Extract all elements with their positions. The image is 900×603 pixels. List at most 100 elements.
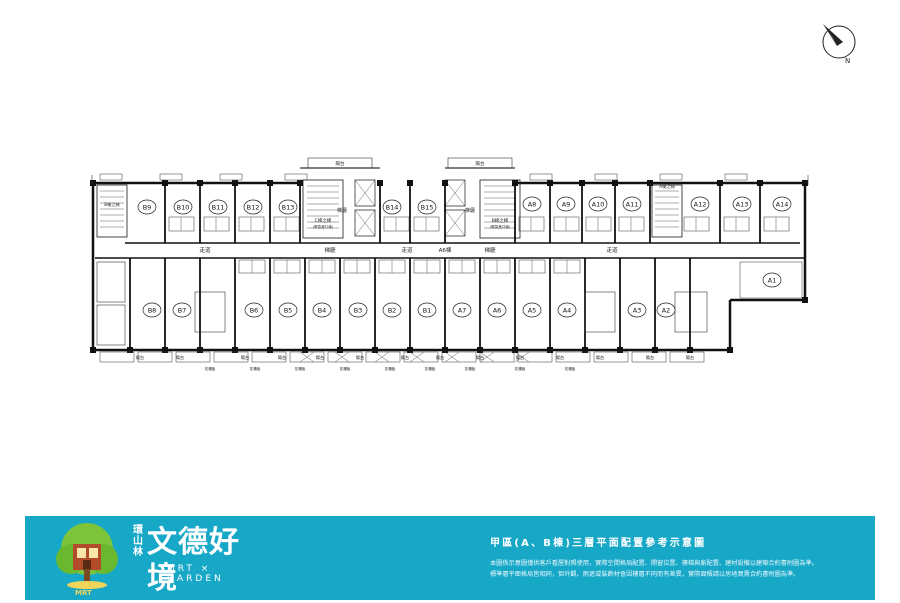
balcony-label: 陽台 [316,354,324,361]
column [372,347,378,353]
bath-fixture [383,216,410,232]
balcony-label: 陽台 [136,354,144,361]
column [337,347,343,353]
balcony-label: 陽台 [596,354,604,361]
window-swing [299,351,315,363]
top-planter [529,173,553,181]
column [162,347,168,353]
bottom-balcony [251,351,287,363]
unit-tag-circle [522,302,542,318]
unit-label-b4: B4 [318,307,327,315]
bottom-balcony [555,351,591,363]
column [582,347,588,353]
bath-fixture [413,216,440,232]
column [232,347,238,353]
unit-label-b1: B1 [423,307,432,315]
elevator-shaft [354,209,376,237]
column [302,347,308,353]
bottom-balcony [479,351,515,363]
kitchen-fixture [584,291,616,333]
stair-label: A梯之梯 [659,183,674,190]
elevator-shaft [354,179,376,207]
balcony-right [447,157,513,169]
stair-sublabel: (緊急進口道) [313,224,334,229]
brand-logo: MRT 環山林 文德好境 MRT × GARDEN [43,519,253,599]
unit-label-a1: A1 [768,277,777,285]
bath-fixture [763,216,790,232]
lobby-label: 梯廳 [324,246,336,254]
svg-text:MRT: MRT [75,589,92,597]
unit-tag-circle [487,302,507,318]
unit-tag-circle [208,199,228,215]
balcony-label: 陽台 [436,354,444,361]
unit-label-b10: B10 [177,204,190,212]
column [442,347,448,353]
unit-label-b9: B9 [143,204,152,212]
column [757,180,763,186]
window-swing [334,351,350,363]
column [477,347,483,353]
unit-tag-circle [382,302,402,318]
side-stair [96,184,128,238]
column [267,347,273,353]
unit-label-a9: A9 [562,201,571,209]
brand-name: 文德好境 [147,525,240,596]
column [512,347,518,353]
bath-fixture [683,216,710,232]
balcony-label: 陽台 [646,354,654,361]
unit-label-b6: B6 [250,307,259,315]
unit-tag-circle [172,302,192,318]
tree-house-logo-icon: MRT [56,523,118,597]
unit-tag-circle [243,199,263,215]
balcony-left [307,157,373,169]
unit-tag-circle [312,302,332,318]
bath-fixture [553,216,580,232]
window-swing [409,351,425,363]
corridor-label: 走道 [401,246,413,254]
column [127,347,133,353]
balcony-label: 陽台 [336,160,345,167]
column [612,180,618,186]
bottom-balcony [403,351,439,363]
unit-tag-circle [556,196,576,212]
unit-label-a12: A12 [694,201,707,209]
column [90,180,96,186]
balcony-label: 陽台 [476,160,485,167]
elevator-x [444,179,466,207]
bottom-balcony [327,351,363,363]
bottom-balcony [137,351,173,363]
planter-label: 花槽板 [385,366,396,371]
unit-tag-circle [732,196,752,212]
column [407,347,413,353]
north-arrow: N [815,18,863,70]
planter-label: 花槽板 [250,366,261,371]
top-planter [594,173,618,181]
window-swing [479,351,495,363]
floor-plan: 陽台陽台C梯之梯(緊急進口道)B梯之梯(緊急進口道)梯廳梯廳B梯之梯A梯之梯陽台… [90,157,809,371]
unit-label-b15: B15 [421,204,434,212]
disclaimer-line-1: 本圖係示意圖僅供客戶看屋對照使用，實際空間格局配置、開窗位置、樓梯與廁配置、建材… [490,560,818,567]
column [547,180,553,186]
bottom-balcony [593,351,629,363]
unit-label-b12: B12 [247,204,260,212]
unit-label-b7: B7 [178,307,187,315]
unit-label-a7: A7 [458,307,467,315]
column [687,347,693,353]
bottom-balcony [365,351,401,363]
top-planter [284,173,308,181]
disclaimer-line-2: 標準層平面格局皆相同，但外觀、雨遮或裝飾材會因樓層不同而有差異，實際面積請以房地… [490,571,800,578]
planter-label: 花槽板 [515,366,526,371]
kitchen-fixture [96,304,126,346]
planter-label: 花槽板 [425,366,436,371]
unit-tag-circle [622,196,642,212]
stair-label: C梯之梯 [315,217,332,224]
column [647,180,653,186]
stair-label: B梯之梯 [492,217,509,224]
column [377,180,383,186]
unit-tag-circle [348,302,368,318]
unit-tag-circle [557,302,577,318]
plan-title: 甲區(A、B棟)三層平面配置參考示意圖 [490,538,707,549]
unit-label-b14: B14 [386,204,399,212]
bottom-balcony [669,351,705,363]
top-planter [219,173,243,181]
